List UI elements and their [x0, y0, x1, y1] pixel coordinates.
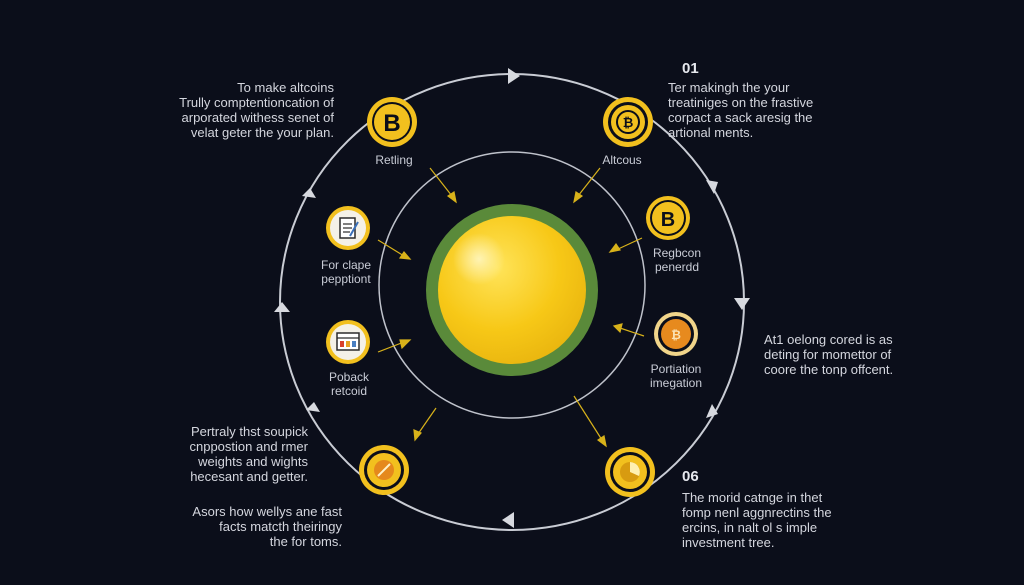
node-label-regbcon: Regbcon penerdd [652, 246, 702, 274]
node-bitcoin-right[interactable]: B [646, 196, 690, 240]
bitcoin-icon: B [383, 110, 400, 137]
node-leaf-bottom-left[interactable] [359, 445, 409, 495]
text-block-bottom-right: The morid catnge in thet fomp nenl aggnr… [682, 490, 832, 550]
arrowhead-bottom [502, 512, 514, 528]
text-block-top-right: Ter makingh the your treatiniges on the … [668, 80, 814, 140]
arrowhead-upper-right [706, 180, 718, 194]
clipboard-icon [339, 217, 359, 239]
node-coin-top-right[interactable]: ₿ [603, 97, 653, 147]
bitcoin-icon: B [661, 209, 675, 231]
text-block-bottom-left: Asors how wellys ane fast facts matcth t… [192, 504, 342, 549]
node-pie-bottom-right[interactable] [605, 447, 655, 497]
node-bitcoin-top-left[interactable]: B [367, 97, 417, 147]
node-label-poback: Poback retcoid [328, 370, 370, 398]
text-block-mid-right: At1 oelong cored is as deting for momett… [764, 332, 894, 377]
arrowhead-upper-left [302, 188, 316, 198]
arrowhead-lower-left [306, 402, 320, 412]
node-label-retling: Retling [375, 153, 413, 167]
ring-arrowheads [274, 68, 750, 528]
text-block-top-left: To make altcoins Trully comptentioncatio… [179, 80, 334, 140]
node-clipboard-left[interactable] [326, 206, 370, 250]
arrowhead-right [734, 298, 750, 310]
dashboard-icon [336, 332, 360, 351]
leaf-icon [374, 460, 394, 480]
bitcoin-icon: ₿ [671, 328, 681, 342]
arrowhead-left [274, 302, 290, 312]
node-dashboard-left[interactable] [326, 320, 370, 364]
core-gold-circle [438, 216, 586, 364]
node-label-for-clape: For clape pepptiont [320, 258, 372, 286]
step-number-01: 01 [682, 60, 699, 77]
pie-chart-icon [620, 462, 640, 482]
arrowhead-lower-right [706, 404, 718, 418]
core-highlight [453, 233, 505, 285]
inward-arrows [377, 167, 645, 448]
arrowhead-top [508, 68, 520, 84]
inner-ring [378, 151, 646, 419]
node-label-portiation: Portiation imegation [649, 362, 703, 390]
bitcoin-icon: ₿ [623, 115, 634, 130]
text-block-mid-left: Pertraly thst soupick cnppostion and rme… [189, 424, 308, 484]
step-number-06: 06 [682, 468, 699, 485]
node-coin-right-lower[interactable]: ₿ [654, 312, 698, 356]
node-label-altcous: Altcous [602, 153, 642, 167]
